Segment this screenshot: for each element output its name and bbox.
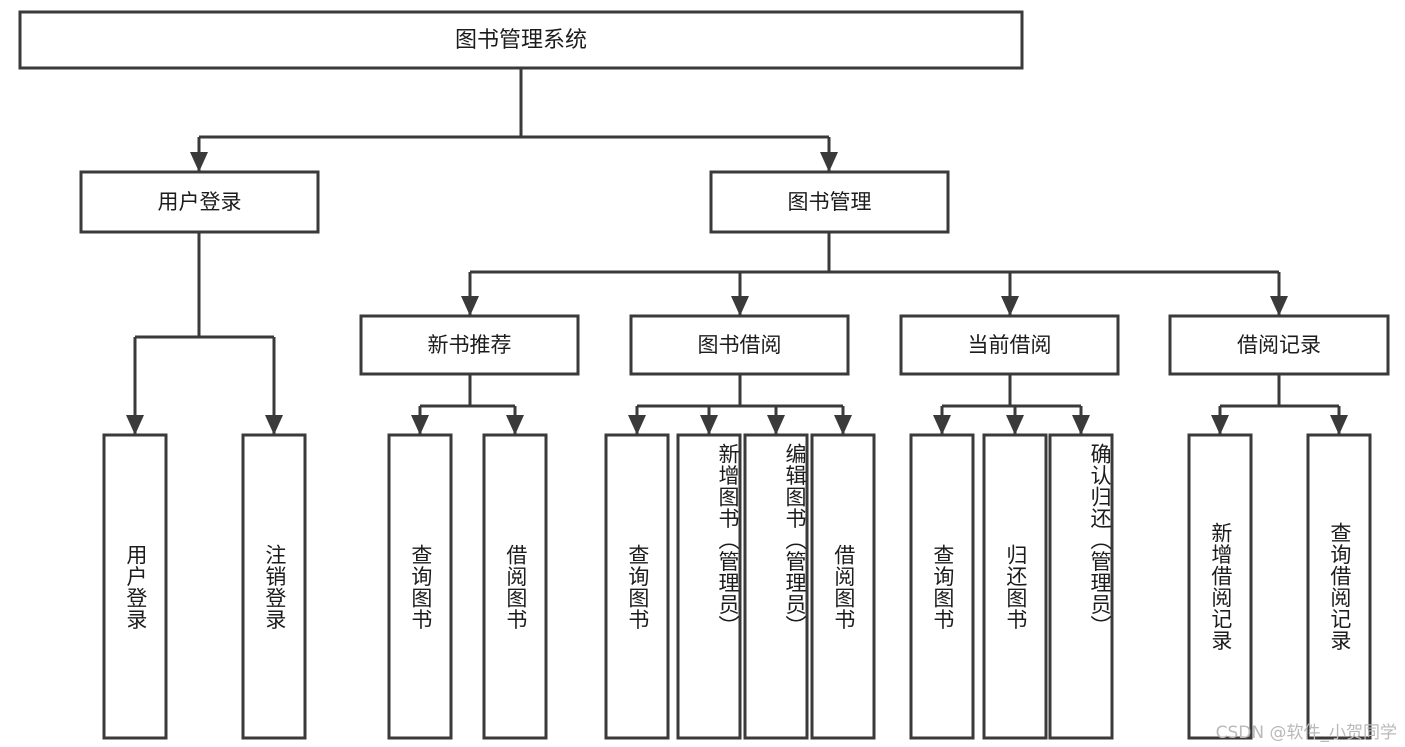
leaf-confirm-return-box[interactable] <box>1048 433 1114 740</box>
bar-book-borrow-arrow <box>834 415 852 435</box>
leaf-add-record-box[interactable] <box>1187 433 1253 740</box>
leaf-query-book-3-node[interactable] <box>909 433 975 740</box>
bar-root-arrow <box>820 152 838 172</box>
leaf-query-book-2-node[interactable] <box>604 433 670 740</box>
bar-book-borrow-arrow <box>767 415 785 435</box>
book-manage-box[interactable] <box>709 170 950 234</box>
book-borrow-node[interactable]: 图书借阅 <box>629 314 850 376</box>
borrow-record-node[interactable]: 借阅记录 <box>1168 314 1390 376</box>
leaf-add-record-node[interactable] <box>1187 433 1253 740</box>
leaf-add-book-node[interactable] <box>676 433 742 740</box>
bar-book-manage-arrow <box>1270 296 1288 316</box>
bar-new-book-rec-arrow <box>411 415 429 435</box>
leaf-borrow-book-1-node[interactable] <box>482 433 548 740</box>
current-borrow-label: 当前借阅 <box>968 333 1052 357</box>
bar-user-login-arrow <box>126 415 144 435</box>
leaf-user-login-box[interactable] <box>102 433 168 740</box>
new-book-rec-box[interactable] <box>359 314 580 376</box>
bar-user-login-arrow <box>265 415 283 435</box>
bar-new-book-rec-arrow <box>506 415 524 435</box>
leaf-user-login-node[interactable] <box>102 433 168 740</box>
new-book-rec-node[interactable]: 新书推荐 <box>359 314 580 376</box>
new-book-rec-label: 新书推荐 <box>428 333 512 357</box>
leaf-add-book-box[interactable] <box>676 433 742 740</box>
user-login-label: 用户登录 <box>158 190 242 214</box>
root-system-node[interactable]: 图书管理系统 <box>18 10 1024 70</box>
bar-current-borrow-arrow <box>1072 415 1090 435</box>
bar-root-arrow <box>190 152 208 172</box>
book-borrow-label: 图书借阅 <box>698 333 782 357</box>
watermark-text: CSDN @软件_小贺同学 <box>1215 723 1397 743</box>
bar-borrow-record-arrow <box>1330 415 1348 435</box>
book-borrow-box[interactable] <box>629 314 850 376</box>
book-manage-label: 图书管理 <box>788 190 872 214</box>
leaf-edit-book-node[interactable] <box>743 433 809 740</box>
leaf-query-book-2-box[interactable] <box>604 433 670 740</box>
leaf-query-record-node[interactable] <box>1306 433 1372 740</box>
leaf-confirm-return-node[interactable] <box>1048 433 1114 740</box>
bar-borrow-record-arrow <box>1211 415 1229 435</box>
leaf-logout-node[interactable] <box>241 433 307 740</box>
book-manage-node[interactable]: 图书管理 <box>709 170 950 234</box>
leaf-query-book-1-node[interactable] <box>387 433 453 740</box>
bar-book-manage-arrow <box>1001 296 1019 316</box>
leaf-query-record-box[interactable] <box>1306 433 1372 740</box>
leaf-return-book-box[interactable] <box>982 433 1048 740</box>
bar-book-manage-arrow <box>461 296 479 316</box>
user-login-node[interactable]: 用户登录 <box>79 170 320 234</box>
current-borrow-box[interactable] <box>899 314 1120 376</box>
bar-book-manage-arrow <box>731 296 749 316</box>
borrow-record-label: 借阅记录 <box>1237 333 1321 357</box>
bar-current-borrow-arrow <box>1006 415 1024 435</box>
root-system-box[interactable] <box>18 10 1024 70</box>
bar-current-borrow-arrow <box>933 415 951 435</box>
root-system-label: 图书管理系统 <box>455 28 587 53</box>
bar-book-borrow-arrow <box>700 415 718 435</box>
borrow-record-box[interactable] <box>1168 314 1390 376</box>
bar-book-borrow-arrow <box>628 415 646 435</box>
leaf-return-book-node[interactable] <box>982 433 1048 740</box>
leaf-borrow-book-2-box[interactable] <box>810 433 876 740</box>
user-login-box[interactable] <box>79 170 320 234</box>
leaf-borrow-book-1-box[interactable] <box>482 433 548 740</box>
current-borrow-node[interactable]: 当前借阅 <box>899 314 1120 376</box>
leaf-query-book-3-box[interactable] <box>909 433 975 740</box>
leaf-borrow-book-2-node[interactable] <box>810 433 876 740</box>
leaf-query-book-1-box[interactable] <box>387 433 453 740</box>
connector-layer <box>126 68 1348 435</box>
leaf-edit-book-box[interactable] <box>743 433 809 740</box>
leaf-logout-box[interactable] <box>241 433 307 740</box>
